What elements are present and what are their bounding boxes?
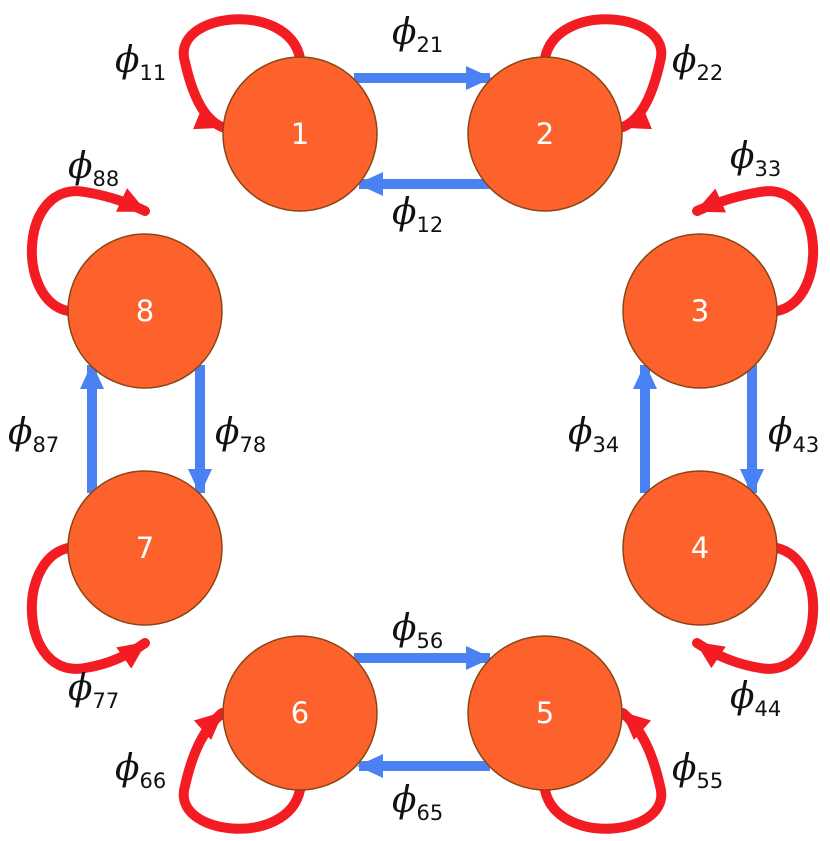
phi-symbol: ϕ — [730, 676, 755, 717]
phi-label-65: ϕ65 — [392, 780, 443, 825]
phi-symbol: ϕ — [392, 608, 417, 649]
phi-symbol: ϕ — [392, 780, 417, 821]
phi-label-44: ϕ44 — [730, 676, 781, 721]
node-2: 2 — [467, 56, 623, 212]
node-4-circle — [622, 470, 778, 626]
phi-subscript: 55 — [697, 769, 724, 793]
phi-label-21: ϕ21 — [392, 12, 443, 57]
phi-subscript: 88 — [93, 167, 120, 191]
self-loop-arrow-8 — [26, 186, 150, 316]
self-loop-arrow-1 — [178, 14, 305, 132]
phi-symbol: ϕ — [8, 412, 33, 453]
phi-label-33: ϕ33 — [730, 136, 781, 181]
phi-label-43: ϕ43 — [768, 412, 819, 457]
phi-subscript: 44 — [755, 697, 782, 721]
self-loop-labels: ϕ11 ϕ22 ϕ33 ϕ44 ϕ55 ϕ66 ϕ77 ϕ88 — [68, 40, 781, 793]
phi-subscript: 87 — [33, 433, 60, 457]
node-3-label: 3 — [691, 294, 709, 328]
phi-label-77: ϕ77 — [68, 668, 119, 713]
phi-subscript: 34 — [593, 433, 620, 457]
node-2-label: 2 — [536, 117, 554, 151]
phi-subscript: 66 — [140, 769, 167, 793]
phi-label-22: ϕ22 — [672, 40, 723, 85]
phi-label-12: ϕ12 — [392, 192, 443, 237]
node-7-circle — [67, 470, 223, 626]
node-7: 7 — [67, 470, 223, 626]
node-8-label: 8 — [136, 294, 154, 328]
self-loop-arrow-2 — [540, 14, 667, 132]
node-5-circle — [467, 635, 623, 791]
node-3-circle — [622, 233, 778, 389]
phi-label-34: ϕ34 — [568, 412, 619, 457]
phi-symbol: ϕ — [392, 12, 417, 53]
phi-symbol: ϕ — [68, 668, 93, 709]
self-loop-arrow-6 — [178, 708, 305, 834]
self-loop-arrow-4 — [692, 543, 819, 674]
node-3: 3 — [622, 233, 778, 389]
node-6-label: 6 — [291, 696, 309, 730]
phi-symbol: ϕ — [115, 748, 140, 789]
phi-symbol: ϕ — [68, 146, 93, 187]
node-5-label: 5 — [536, 696, 554, 730]
phi-label-56: ϕ56 — [392, 608, 443, 653]
transition-labels: ϕ21 ϕ12 ϕ34 ϕ43 ϕ56 ϕ65 ϕ78 ϕ87 — [8, 12, 819, 825]
self-loops — [26, 14, 819, 834]
phi-subscript: 77 — [93, 689, 120, 713]
node-7-label: 7 — [136, 531, 154, 565]
self-loop-arrow-5 — [540, 708, 667, 834]
node-4: 4 — [622, 470, 778, 626]
node-6: 6 — [222, 635, 378, 791]
nodes: 1 2 3 4 5 6 7 8 — [67, 56, 778, 791]
node-1-circle — [222, 56, 378, 212]
node-5: 5 — [467, 635, 623, 791]
phi-symbol: ϕ — [672, 748, 697, 789]
phi-label-55: ϕ55 — [672, 748, 723, 793]
node-8: 8 — [67, 233, 223, 389]
node-4-label: 4 — [691, 531, 709, 565]
phi-subscript: 12 — [417, 213, 444, 237]
phi-subscript: 56 — [417, 629, 444, 653]
phi-subscript: 78 — [240, 433, 267, 457]
phi-label-11: ϕ11 — [115, 40, 166, 85]
phi-subscript: 65 — [417, 801, 444, 825]
phi-subscript: 21 — [417, 33, 444, 57]
self-loop-arrow-3 — [692, 186, 819, 316]
phi-label-87: ϕ87 — [8, 412, 59, 457]
phi-symbol: ϕ — [568, 412, 593, 453]
phi-symbol: ϕ — [672, 40, 697, 81]
phi-label-78: ϕ78 — [215, 412, 266, 457]
phi-subscript: 11 — [140, 61, 167, 85]
phi-label-66: ϕ66 — [115, 748, 166, 793]
node-6-circle — [222, 635, 378, 791]
phi-subscript: 22 — [697, 61, 724, 85]
phi-subscript: 33 — [755, 157, 782, 181]
node-1: 1 — [222, 56, 378, 212]
phi-symbol: ϕ — [768, 412, 793, 453]
phi-symbol: ϕ — [730, 136, 755, 177]
node-2-circle — [467, 56, 623, 212]
node-1-label: 1 — [291, 117, 309, 151]
self-loop-arrow-7 — [26, 543, 150, 674]
phi-subscript: 43 — [793, 433, 820, 457]
node-8-circle — [67, 233, 223, 389]
phi-symbol: ϕ — [392, 192, 417, 233]
transition-arrows — [80, 66, 764, 778]
phi-label-88: ϕ88 — [68, 146, 119, 191]
phi-symbol: ϕ — [115, 40, 140, 81]
phi-symbol: ϕ — [215, 412, 240, 453]
